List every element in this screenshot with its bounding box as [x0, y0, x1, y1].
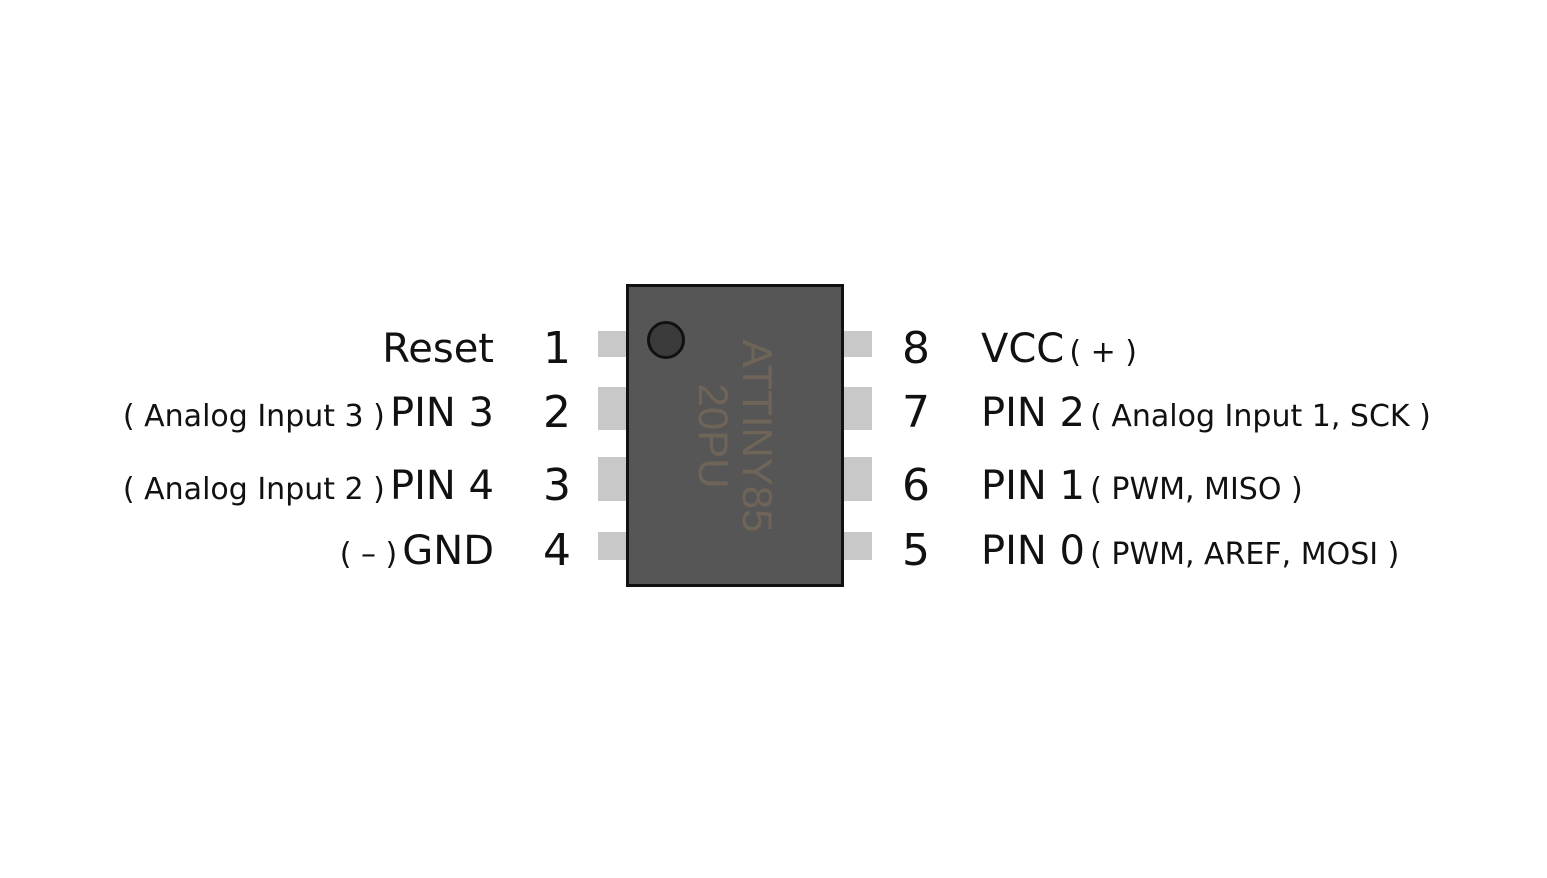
- pin-label-2: ( Analog Input 3 ) PIN 3: [123, 388, 494, 446]
- pin-name-3: PIN 4: [389, 463, 494, 509]
- chip-marking-line2: 20PU: [690, 382, 737, 489]
- chip-marking: ATTINY85 20PU: [690, 339, 781, 532]
- lead-pin-6: [844, 457, 872, 501]
- pin-label-3: ( Analog Input 2 ) PIN 4: [123, 461, 494, 519]
- lead-pin-1: [598, 331, 626, 357]
- lead-pin-5: [844, 532, 872, 560]
- pin-name-6: PIN 1: [981, 463, 1086, 509]
- pin-note-7: ( Analog Input 1, SCK ): [1090, 399, 1431, 434]
- pin-name-1: Reset: [382, 326, 494, 372]
- pin-note-6: ( PWM, MISO ): [1090, 472, 1303, 507]
- pin-label-6: PIN 1 ( PWM, MISO ): [981, 461, 1303, 519]
- lead-pin-8: [844, 331, 872, 357]
- pin-name-4: GND: [402, 528, 494, 574]
- pin-note-3: ( Analog Input 2 ): [122, 472, 385, 507]
- pin-note-8: ( + ): [1069, 335, 1137, 370]
- pin-note-2: ( Analog Input 3 ): [122, 399, 385, 434]
- pin-label-1: Reset: [382, 324, 494, 382]
- pin-number-1: 1: [543, 323, 571, 374]
- chip-body: ATTINY85 20PU: [626, 284, 844, 587]
- lead-pin-3: [598, 457, 626, 501]
- pin-number-2: 2: [543, 387, 571, 438]
- pin-number-6: 6: [902, 460, 930, 511]
- pin-name-7: PIN 2: [981, 390, 1086, 436]
- pin-label-5: PIN 0 ( PWM, AREF, MOSI ): [981, 526, 1399, 584]
- pin-number-7: 7: [902, 387, 930, 438]
- pin-note-5: ( PWM, AREF, MOSI ): [1090, 537, 1400, 572]
- pin-note-4: ( – ): [339, 537, 398, 572]
- pin-name-8: VCC: [981, 326, 1065, 372]
- chip-marking-line1: ATTINY85: [734, 339, 781, 532]
- pin-number-5: 5: [902, 525, 930, 576]
- lead-pin-7: [844, 387, 872, 430]
- pin1-indicator-dot: [647, 321, 685, 359]
- pin-label-8: VCC ( + ): [981, 324, 1137, 382]
- lead-pin-2: [598, 387, 626, 430]
- pin-name-2: PIN 3: [389, 390, 494, 436]
- lead-pin-4: [598, 532, 626, 560]
- pin-label-4: ( – ) GND: [340, 526, 494, 584]
- pin-number-3: 3: [543, 460, 571, 511]
- pin-number-8: 8: [902, 323, 930, 374]
- pin-number-4: 4: [543, 525, 571, 576]
- pin-label-7: PIN 2 ( Analog Input 1, SCK ): [981, 388, 1431, 446]
- pin-name-5: PIN 0: [981, 528, 1086, 574]
